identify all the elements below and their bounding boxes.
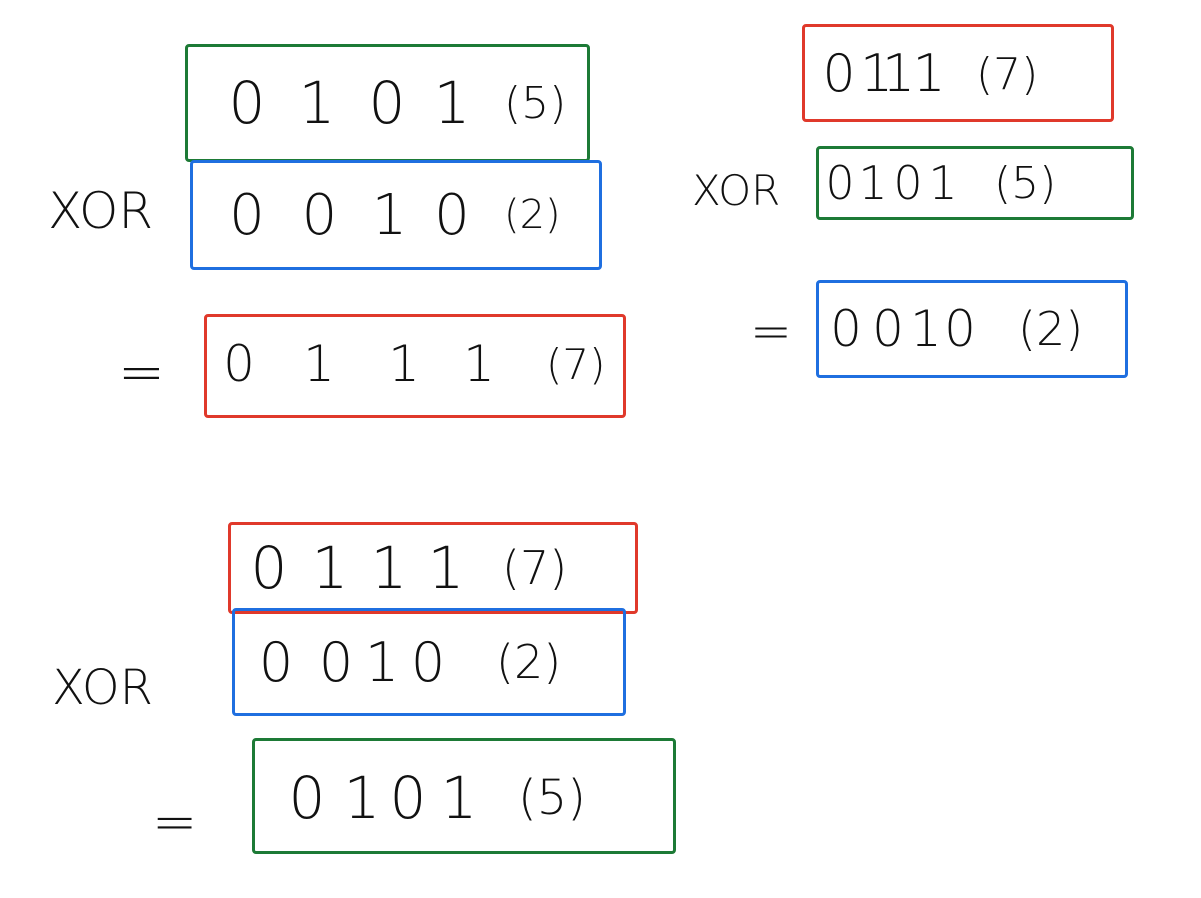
ex3-row2-bit: 0: [258, 630, 294, 694]
ex1-row2-bit: 1: [371, 182, 408, 248]
ex2-result-decimal: (2): [1018, 302, 1084, 356]
ex3-result-digits: 0 1 0 1 (5): [272, 756, 586, 840]
ex1-row2-digits: 0 0 1 0 (2): [212, 172, 561, 258]
ex1-result-bit: 0: [223, 335, 255, 393]
ex2-row2-digits: 0 1 0 1 (5): [822, 150, 1056, 216]
ex2-row1-decimal: (7): [976, 48, 1039, 100]
ex1-row2-bit: 0: [434, 182, 470, 248]
ex3-result-bit: 1: [343, 764, 381, 832]
ex1-row2-box: [190, 160, 602, 270]
ex3-result-bit: 0: [288, 764, 326, 832]
ex3-row1-bit: 1: [427, 534, 465, 602]
ex2-row1-digits: 0 1 1 1 (7): [818, 38, 1038, 110]
ex1-row2-bit: 0: [229, 182, 265, 248]
ex3-result-decimal: (5): [518, 770, 586, 826]
ex3-row1-digits: 0 1 1 1 (7): [238, 528, 568, 608]
ex3-result-box: [252, 738, 676, 854]
ex3-xor-operator: XOR: [52, 660, 153, 716]
ex1-row1-digits: 0 1 0 1 (5): [212, 58, 567, 148]
ex3-row1-bit: 1: [370, 534, 408, 602]
ex2-row2-bit: 1: [858, 156, 888, 210]
ex1-result-bit: 1: [303, 335, 335, 393]
ex2-result-bit: 1: [910, 300, 942, 358]
ex1-xor-operator: XOR: [48, 182, 154, 240]
ex1-row1-bit: 0: [368, 69, 406, 137]
ex1-result-bit: 1: [463, 335, 495, 393]
ex1-result-digits: 0 1 1 1 (7): [214, 324, 606, 404]
ex3-row2-decimal: (2): [496, 635, 562, 689]
ex2-row1-bit: 0: [822, 44, 856, 104]
ex2-row1-bit: 1: [860, 44, 894, 104]
ex2-xor-operator: XOR: [692, 166, 781, 215]
ex1-row1-bit: 1: [298, 69, 336, 137]
ex3-row1-bit: 0: [250, 534, 288, 602]
ex1-row1-bit: 0: [228, 69, 266, 137]
ex2-row1-bit: 1: [882, 44, 916, 104]
ex3-row1-bit: 1: [311, 534, 349, 602]
ex1-result-bit: 1: [388, 335, 420, 393]
ex1-row1-bit: 1: [433, 69, 471, 137]
ex2-row2-box: [816, 146, 1134, 220]
ex1-equals-sign: =: [118, 340, 165, 405]
ex3-row2-digits: 0 0 1 0 (2): [244, 622, 561, 702]
ex3-result-bit: 0: [389, 764, 427, 832]
ex1-result-decimal: (7): [546, 339, 606, 389]
ex3-row2-bit: 0: [410, 630, 446, 694]
ex2-result-box: [816, 280, 1128, 378]
ex2-row2-bit: 0: [893, 156, 923, 210]
ex3-row2-bit: 1: [364, 630, 400, 694]
ex3-result-bit: 1: [440, 764, 478, 832]
ex2-equals-sign: =: [750, 302, 792, 360]
ex3-equals-sign: =: [152, 790, 198, 853]
ex1-result-box: [204, 314, 626, 418]
ex3-row2-bit: 0: [318, 630, 354, 694]
ex3-row1-box: [228, 522, 638, 614]
ex2-result-bit: 0: [944, 300, 976, 358]
ex2-row1-bit: 1: [912, 44, 946, 104]
ex2-row1-box: [802, 24, 1114, 122]
ex2-result-bit: 0: [872, 300, 904, 358]
ex1-row2-bit: 0: [301, 182, 338, 248]
ex2-row2-bit: 1: [928, 156, 958, 210]
ex2-result-digits: 0 0 1 0 (2): [826, 292, 1083, 366]
ex1-row2-decimal: (2): [504, 192, 561, 238]
ex1-row1-decimal: (5): [504, 77, 567, 129]
ex2-row2-decimal: (5): [994, 157, 1057, 209]
ex2-row2-bit: 0: [825, 156, 855, 210]
ex3-row1-decimal: (7): [502, 541, 568, 595]
ex3-row2-box: [232, 608, 626, 716]
ex2-result-bit: 0: [830, 300, 862, 358]
